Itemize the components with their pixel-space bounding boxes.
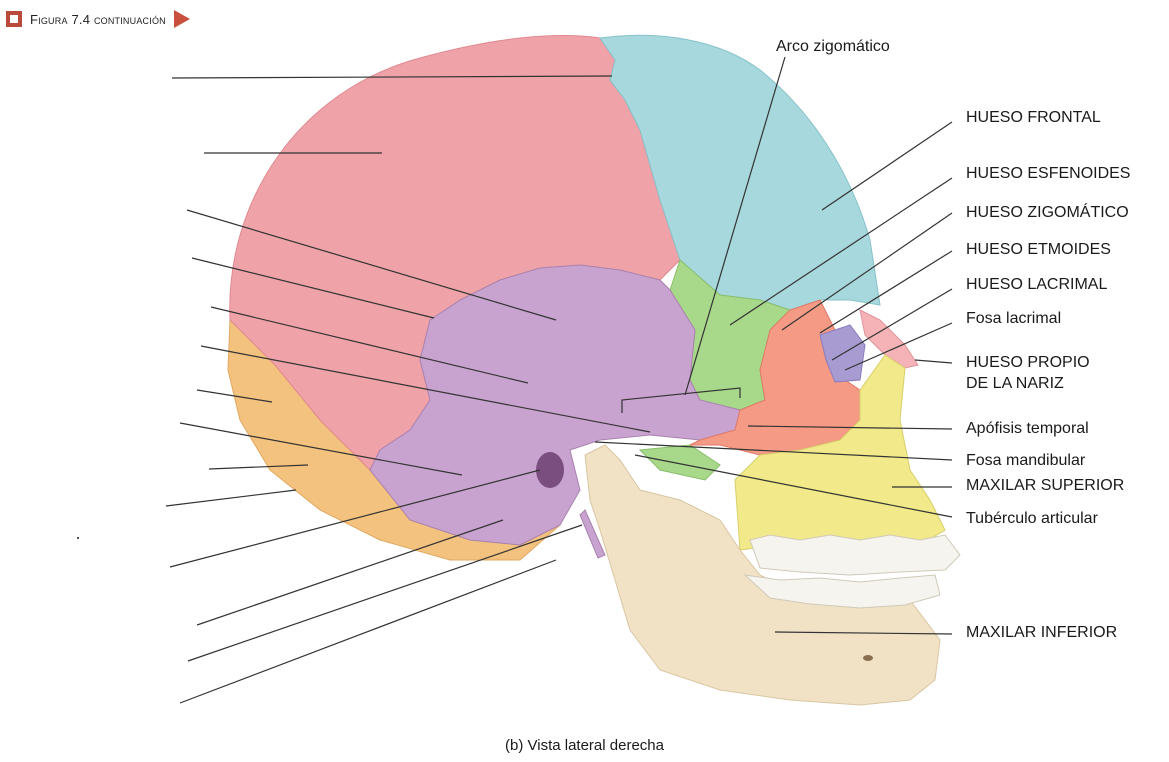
- mandible-bone: [584, 444, 941, 706]
- label-hueso-zigomatico: HUESO ZIGOMÁTICO: [966, 204, 1129, 221]
- label-hueso-propio-line1: HUESO PROPIO: [966, 354, 1090, 371]
- figure-header: Figura 7.4 continuación: [6, 8, 190, 30]
- lower-teeth: [743, 574, 941, 609]
- label-maxilar-superior: MAXILAR SUPERIOR: [966, 477, 1125, 494]
- external-acoustic-meatus: [536, 452, 564, 488]
- label-tuberculo-articular: Tubérculo articular: [966, 510, 1098, 527]
- label-arco-zigomatico: Arco zigomático: [776, 38, 890, 55]
- styloid-process: [579, 509, 606, 559]
- mental-foramen: [863, 655, 873, 661]
- label-maxilar-inferior: MAXILAR INFERIOR: [966, 624, 1118, 641]
- temporal-bone: [369, 264, 741, 546]
- label-fosa-mandibular: Fosa mandibular: [966, 452, 1086, 469]
- sphenoid-lower: [638, 444, 721, 481]
- figure-title: Figura 7.4 continuación: [30, 11, 166, 27]
- play-arrow-icon[interactable]: [173, 10, 190, 28]
- figure-caption: (b) Vista lateral derecha: [505, 737, 664, 754]
- stray-dot: [77, 537, 79, 539]
- upper-teeth: [749, 534, 961, 576]
- label-hueso-esfenoides: HUESO ESFENOIDES: [966, 165, 1131, 182]
- leader-lines: [594, 56, 953, 635]
- label-hueso-lacrimal: HUESO LACRIMAL: [966, 276, 1108, 293]
- label-apofisis-temporal: Apófisis temporal: [966, 420, 1089, 437]
- label-hueso-etmoides: HUESO ETMOIDES: [966, 241, 1111, 258]
- left-leader-lines: [165, 75, 651, 704]
- label-hueso-frontal: HUESO FRONTAL: [966, 109, 1101, 126]
- label-hueso-propio-line2: DE LA NARIZ: [966, 375, 1064, 392]
- figure-marker-icon: [6, 11, 22, 27]
- label-fosa-lacrimal: Fosa lacrimal: [966, 310, 1062, 327]
